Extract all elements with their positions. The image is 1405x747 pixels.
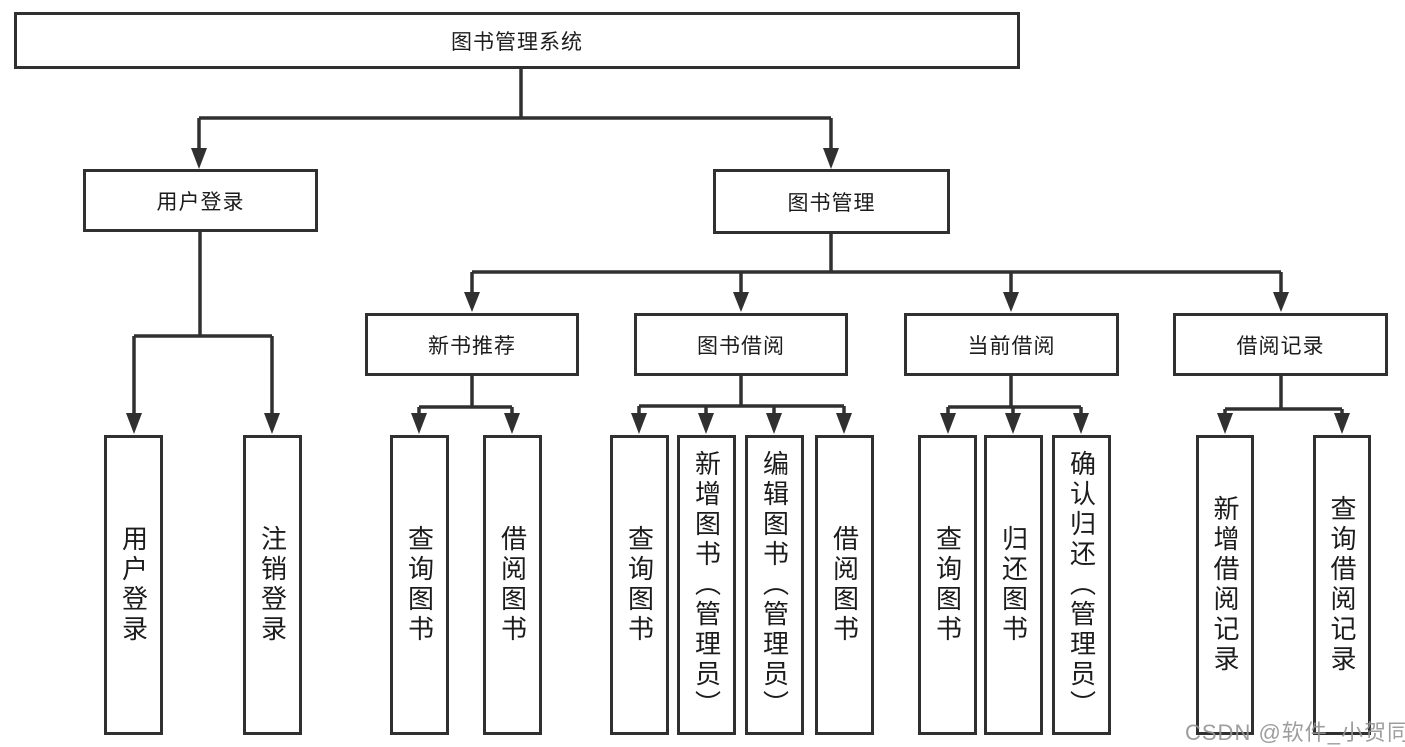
leaf-record-query-borrow-record-label: 查询借阅记录 — [1327, 495, 1357, 675]
node-current-borrow: 当前借阅 — [904, 313, 1119, 376]
node-borrow-record: 借阅记录 — [1173, 313, 1388, 376]
leaf-newrec-borrow-book-label: 借阅图书 — [497, 525, 528, 645]
node-book-borrow: 图书借阅 — [634, 313, 848, 376]
leaf-record-add-borrow-record-label: 新增借阅记录 — [1210, 495, 1240, 675]
leaf-borrow-edit-book-admin: 编辑图书（管理员） — [745, 435, 804, 735]
leaf-current-query-book: 查询图书 — [918, 435, 977, 735]
node-book-management: 图书管理 — [713, 169, 950, 234]
leaf-borrow-borrow-book-label: 借阅图书 — [829, 525, 860, 645]
leaf-logout-label: 注销登录 — [257, 525, 288, 645]
leaf-borrow-edit-book-admin-label: 编辑图书（管理员） — [759, 450, 790, 720]
node-new-book-recommend: 新书推荐 — [365, 313, 579, 376]
csdn-watermark: CSDN @软件_小贺同学 — [1185, 720, 1405, 745]
leaf-newrec-query-book-label: 查询图书 — [404, 525, 435, 645]
leaf-record-query-borrow-record: 查询借阅记录 — [1313, 435, 1371, 735]
leaf-borrow-query-book-label: 查询图书 — [624, 525, 655, 645]
leaf-user-login: 用户登录 — [104, 435, 163, 735]
leaf-current-query-book-label: 查询图书 — [932, 525, 963, 645]
leaf-current-return-book: 归还图书 — [984, 435, 1043, 735]
leaf-borrow-add-book-admin: 新增图书（管理员） — [677, 435, 736, 735]
leaf-logout: 注销登录 — [243, 435, 302, 735]
leaf-borrow-add-book-admin-label: 新增图书（管理员） — [691, 450, 722, 720]
leaf-current-return-book-label: 归还图书 — [998, 525, 1029, 645]
arrowheads — [126, 148, 1350, 434]
leaf-borrow-borrow-book: 借阅图书 — [815, 435, 874, 735]
node-user-login: 用户登录 — [83, 169, 318, 232]
node-system-root: 图书管理系统 — [14, 12, 1020, 69]
leaf-borrow-query-book: 查询图书 — [610, 435, 669, 735]
leaf-user-login-label: 用户登录 — [118, 525, 149, 645]
leaf-current-confirm-return-admin-label: 确认归还（管理员） — [1066, 450, 1097, 720]
leaf-record-add-borrow-record: 新增借阅记录 — [1196, 435, 1254, 735]
leaf-current-confirm-return-admin: 确认归还（管理员） — [1052, 435, 1111, 735]
leaf-newrec-borrow-book: 借阅图书 — [483, 435, 542, 735]
leaf-newrec-query-book: 查询图书 — [390, 435, 449, 735]
